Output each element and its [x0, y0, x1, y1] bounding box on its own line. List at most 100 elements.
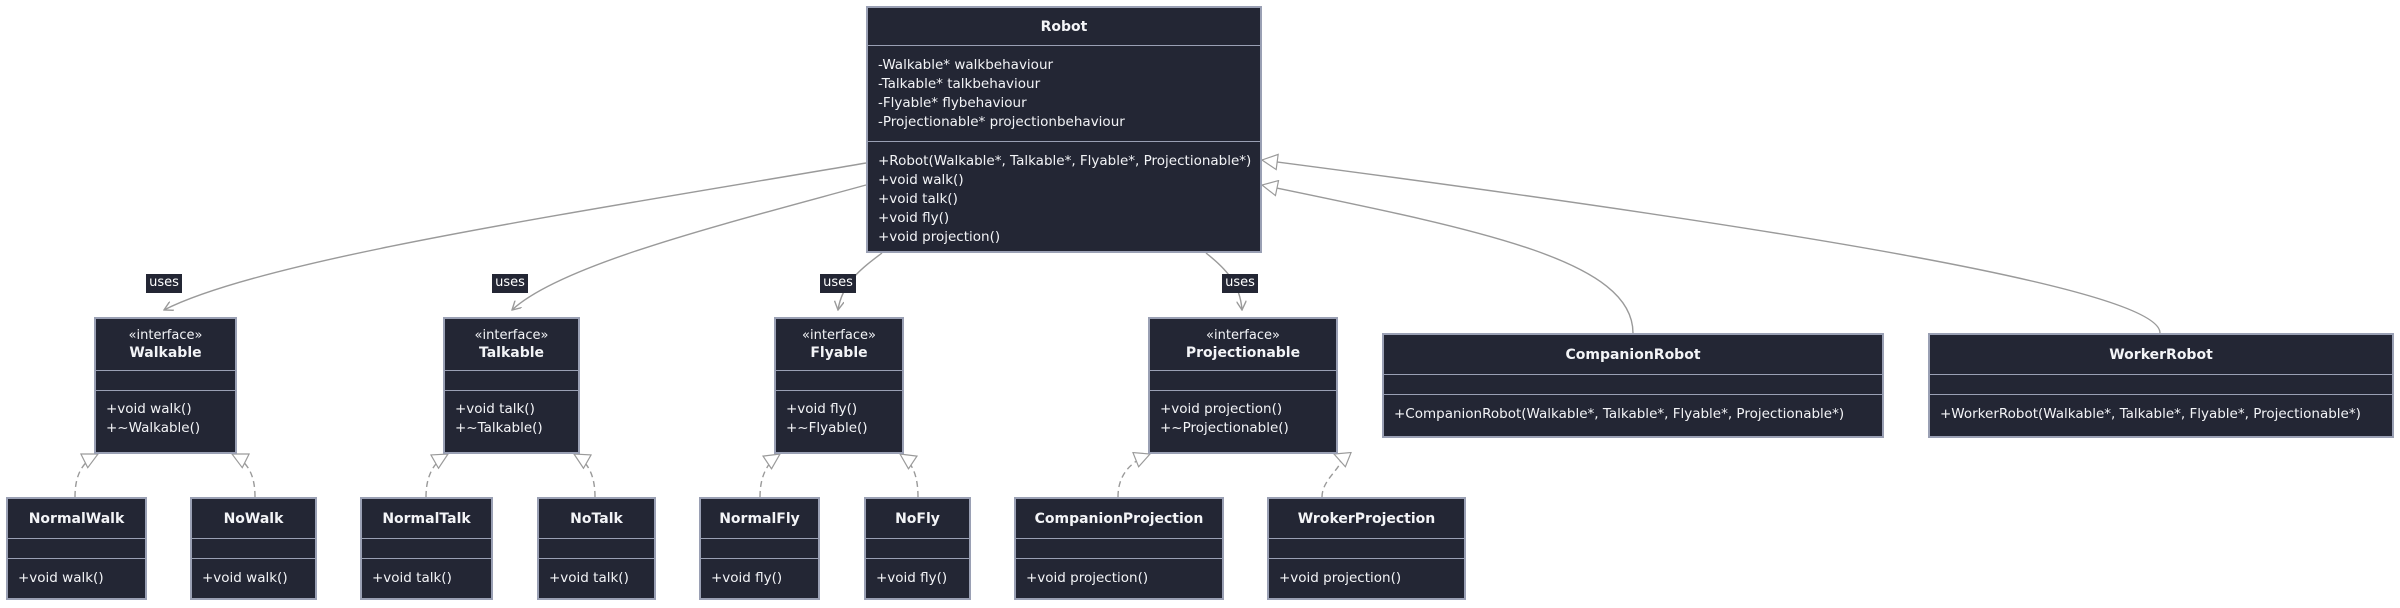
class-methods: +void walk() [8, 559, 145, 588]
method: +void fly() [711, 570, 783, 586]
method: +void fly() [876, 570, 948, 586]
class-attributes [1269, 539, 1464, 559]
class-methods: +void walk() +~Walkable() [96, 391, 235, 438]
class-name: CompanionRobot [1565, 346, 1701, 363]
class-methods: +void fly() +~Flyable() [776, 391, 902, 438]
class-name: WorkerRobot [2109, 346, 2213, 363]
method: +void walk() [106, 401, 192, 417]
method: +~Flyable() [786, 420, 868, 436]
class-normalwalk[interactable]: NormalWalk +void walk() [6, 497, 147, 600]
class-attributes [96, 371, 235, 391]
class-methods: +void projection() [1016, 559, 1222, 588]
class-methods: +WorkerRobot(Walkable*, Talkable*, Flyab… [1930, 395, 2392, 424]
class-header: Robot [868, 8, 1260, 46]
class-header: CompanionRobot [1384, 335, 1882, 375]
class-attributes [362, 539, 491, 559]
class-name: CompanionProjection [1034, 510, 1204, 527]
class-header: «interface» Walkable [96, 319, 235, 371]
stereotype-label: «interface» [1206, 328, 1280, 343]
method: +void fly() [878, 210, 950, 226]
edge-wrokerprojection-projectionable [1321, 454, 1341, 498]
class-methods: +void fly() [701, 559, 818, 588]
class-robot[interactable]: Robot -Walkable* walkbehaviour -Talkable… [866, 6, 1262, 253]
class-methods: +void talk() [362, 559, 491, 588]
edge-label-uses-talkable: uses [492, 274, 528, 293]
class-methods: +CompanionRobot(Walkable*, Talkable*, Fl… [1384, 395, 1882, 424]
class-attributes [1016, 539, 1222, 559]
class-header: NoFly [866, 499, 969, 539]
class-name: NormalWalk [28, 510, 125, 527]
method: +void walk() [878, 172, 964, 188]
method: +void talk() [878, 191, 958, 207]
class-header: NoWalk [192, 499, 315, 539]
class-nofly[interactable]: NoFly +void fly() [864, 497, 971, 600]
class-header: NormalTalk [362, 499, 491, 539]
interface-flyable[interactable]: «interface» Flyable +void fly() +~Flyabl… [774, 317, 904, 454]
class-header: «interface» Talkable [445, 319, 578, 371]
method: +~Talkable() [455, 420, 543, 436]
edge-label-uses-projectionable: uses [1222, 274, 1258, 293]
attribute: -Walkable* walkbehaviour [878, 57, 1054, 73]
class-name: Flyable [810, 345, 868, 361]
class-workerrobot[interactable]: WorkerRobot +WorkerRobot(Walkable*, Talk… [1928, 333, 2394, 438]
class-header: NoTalk [539, 499, 654, 539]
interface-talkable[interactable]: «interface» Talkable +void talk() +~Talk… [443, 317, 580, 454]
class-name: Walkable [129, 345, 202, 361]
class-nowalk[interactable]: NoWalk +void walk() [190, 497, 317, 600]
class-methods: +void projection() [1269, 559, 1464, 588]
class-notalk[interactable]: NoTalk +void talk() [537, 497, 656, 600]
class-companionprojection[interactable]: CompanionProjection +void projection() [1014, 497, 1224, 600]
class-header: «interface» Projectionable [1150, 319, 1336, 371]
edge-nofly-flyable [900, 454, 919, 498]
method: +void talk() [549, 570, 629, 586]
class-name: Robot [1040, 18, 1088, 35]
attribute: -Flyable* flybehaviour [878, 95, 1027, 111]
edge-robot-walkable [164, 162, 867, 310]
method: +void projection() [878, 229, 1001, 245]
class-header: WorkerRobot [1930, 335, 2392, 375]
edge-nowalk-walkable [232, 453, 256, 498]
class-methods: +void fly() [866, 559, 969, 588]
edge-label-uses-flyable: uses [820, 274, 856, 293]
class-name: Talkable [478, 345, 545, 361]
attribute: -Projectionable* projectionbehaviour [878, 114, 1125, 130]
class-wrokerprojection[interactable]: WrokerProjection +void projection() [1267, 497, 1466, 600]
class-header: WrokerProjection [1269, 499, 1464, 539]
class-header: CompanionProjection [1016, 499, 1222, 539]
class-header: NormalFly [701, 499, 818, 539]
class-name: WrokerProjection [1297, 510, 1436, 527]
method: +Robot(Walkable*, Talkable*, Flyable*, P… [878, 153, 1252, 169]
interface-walkable[interactable]: «interface» Walkable +void walk() +~Walk… [94, 317, 237, 454]
class-attributes [776, 371, 902, 391]
method: +void walk() [18, 570, 104, 586]
edge-label-uses-walkable: uses [146, 274, 182, 293]
method: +void fly() [786, 401, 858, 417]
class-normalfly[interactable]: NormalFly +void fly() [699, 497, 820, 600]
class-attributes: -Walkable* walkbehaviour -Talkable* talk… [868, 46, 1260, 142]
class-attributes [1150, 371, 1336, 391]
method: +void walk() [202, 570, 288, 586]
edge-companionrobot-robot [1262, 185, 1634, 334]
class-attributes [701, 539, 818, 559]
interface-projectionable[interactable]: «interface» Projectionable +void project… [1148, 317, 1338, 454]
method: +void projection() [1279, 570, 1402, 586]
stereotype-label: «interface» [802, 328, 876, 343]
method: +CompanionRobot(Walkable*, Talkable*, Fl… [1394, 406, 1845, 422]
method: +void projection() [1160, 401, 1283, 417]
class-header: «interface» Flyable [776, 319, 902, 371]
class-name: NoWalk [223, 510, 284, 527]
edge-companionprojection-projectionable [1117, 454, 1150, 498]
method: +void talk() [372, 570, 452, 586]
class-companionrobot[interactable]: CompanionRobot +CompanionRobot(Walkable*… [1382, 333, 1884, 438]
class-attributes [192, 539, 315, 559]
edge-normaltalk-talkable [425, 454, 448, 498]
class-name: NoFly [895, 510, 940, 527]
edge-notalk-talkable [574, 454, 596, 498]
stereotype-label: «interface» [128, 328, 203, 343]
method: +~Walkable() [106, 420, 201, 436]
class-attributes [1930, 375, 2392, 395]
class-normaltalk[interactable]: NormalTalk +void talk() [360, 497, 493, 600]
class-header: NormalWalk [8, 499, 145, 539]
edge-robot-talkable [512, 184, 867, 310]
